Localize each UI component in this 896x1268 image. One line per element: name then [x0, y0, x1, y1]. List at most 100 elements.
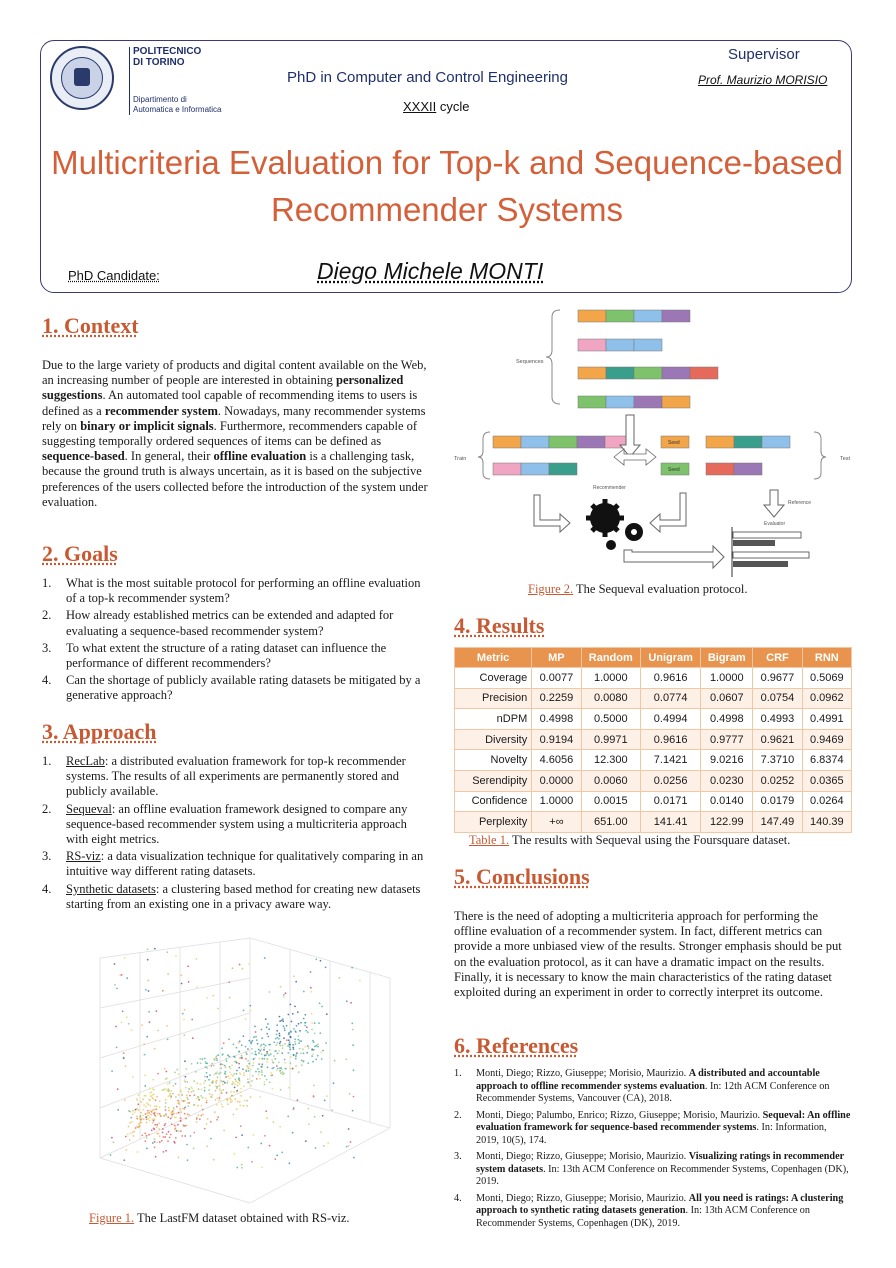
- scatter-point: [235, 1108, 238, 1111]
- figure2-ref-link[interactable]: Figure 2.: [528, 582, 574, 596]
- scatter-point: [147, 1109, 149, 1112]
- scatter-point: [282, 994, 285, 996]
- table1-ref-link[interactable]: Table 1.: [469, 833, 510, 847]
- sequence-item: [548, 462, 578, 476]
- metric-value-cell: 0.0060: [580, 769, 642, 792]
- sequence-item: [577, 309, 607, 323]
- scatter-point: [325, 1042, 327, 1044]
- scatter-point: [146, 1102, 148, 1105]
- metric-value-cell: 651.00: [580, 811, 642, 833]
- scatter-point: [164, 1078, 167, 1080]
- scatter-point: [232, 1075, 234, 1077]
- scatter-point: [136, 1117, 139, 1120]
- scatter-point: [311, 1022, 314, 1024]
- scatter-point: [206, 1062, 209, 1065]
- scatter-point: [235, 1136, 238, 1139]
- scatter-point: [177, 1111, 180, 1114]
- scatter-point: [299, 1029, 301, 1032]
- approach-link[interactable]: RecLab: [66, 754, 105, 768]
- scatter-point: [211, 1094, 214, 1096]
- scatter-point: [260, 1142, 263, 1145]
- scatter-point: [147, 979, 150, 982]
- scatter-point: [156, 1123, 159, 1126]
- sequence-item: [705, 462, 735, 476]
- scatter-point: [204, 1066, 207, 1068]
- scatter-point: [242, 1105, 245, 1107]
- label-sequences: Sequences: [516, 359, 544, 365]
- scatter-point: [266, 1061, 268, 1063]
- scatter-point: [297, 1035, 300, 1037]
- approach-link[interactable]: Sequeval: [66, 801, 112, 816]
- figure1-ref-link[interactable]: Figure 1.: [89, 1211, 135, 1225]
- scatter-point: [245, 1058, 247, 1060]
- scatter-point: [292, 1046, 295, 1049]
- scatter-point: [197, 1114, 200, 1117]
- scatter-point: [151, 1142, 154, 1144]
- scatter-point: [295, 1031, 297, 1033]
- scatter-point: [150, 1113, 152, 1116]
- scatter-point: [326, 1095, 328, 1098]
- scatter-point: [170, 1095, 173, 1098]
- scatter-point: [167, 1130, 170, 1133]
- scatter-point: [165, 1070, 168, 1073]
- scatter-point: [272, 1062, 275, 1064]
- scatter-point: [300, 1059, 303, 1062]
- metric-value-cell: 0.2259: [531, 687, 582, 710]
- phd-program: PhD in Computer and Control Engineering: [287, 69, 568, 86]
- scatter-point: [215, 1103, 218, 1106]
- scatter-point: [265, 1078, 268, 1081]
- scatter-point: [195, 1116, 198, 1119]
- scatter-point: [279, 1125, 282, 1128]
- scatter-point: [220, 1080, 222, 1082]
- scatter-point: [162, 1114, 165, 1117]
- scatter-point: [188, 1114, 191, 1116]
- scatter-point: [136, 1115, 138, 1118]
- goals-list: 1.What is the most suitable protocol for…: [42, 576, 430, 706]
- scatter-point: [235, 1061, 238, 1064]
- scatter-point: [276, 1067, 279, 1070]
- scatter-point: [251, 1080, 253, 1082]
- scatter-point: [345, 1145, 348, 1148]
- university-seal-logo: [50, 46, 114, 110]
- sequence-item: [576, 435, 606, 449]
- scatter-point: [204, 1079, 207, 1082]
- scatter-point: [120, 974, 123, 976]
- scatter-point: [306, 1031, 309, 1034]
- scatter-point: [236, 1100, 239, 1103]
- scatter-point: [289, 1062, 292, 1065]
- scatter-point: [136, 1151, 139, 1153]
- scatter-point: [258, 1052, 260, 1055]
- label-seed-2: Seed: [668, 467, 680, 473]
- scatter-point: [206, 1067, 209, 1069]
- scatter-point: [125, 1016, 128, 1019]
- scatter-point: [321, 1114, 324, 1117]
- scatter-point: [255, 1078, 258, 1080]
- scatter-point: [260, 1053, 263, 1056]
- scatter-point: [263, 1054, 266, 1057]
- poster-title: Multicriteria Evaluation for Top-k and S…: [51, 144, 843, 228]
- scatter-point: [128, 1110, 130, 1112]
- scatter-point: [158, 1122, 161, 1125]
- metric-value-cell: 1.0000: [700, 667, 754, 689]
- scatter-point: [237, 1041, 240, 1044]
- scatter-point: [186, 1081, 189, 1083]
- scatter-point: [249, 1068, 252, 1071]
- scatter-point: [185, 1068, 188, 1070]
- scatter-point: [204, 1097, 207, 1099]
- scatter-point: [236, 1166, 239, 1169]
- scatter-point: [311, 1048, 314, 1051]
- scatter-point: [263, 1057, 266, 1060]
- label-evaluator: Evaluator: [764, 521, 785, 527]
- scatter-point: [255, 1039, 258, 1042]
- scatter-point: [333, 1059, 336, 1062]
- approach-link[interactable]: Synthetic datasets: [66, 881, 156, 896]
- approach-link[interactable]: RS-viz: [66, 849, 101, 864]
- scatter-point: [174, 1125, 177, 1127]
- sequence-item: [705, 435, 735, 449]
- scatter-point: [228, 996, 231, 999]
- scatter-point: [281, 1071, 284, 1074]
- scatter-point: [245, 1051, 247, 1054]
- scatter-point: [227, 1054, 229, 1057]
- scatter-point: [217, 1116, 220, 1119]
- scatter-point: [129, 1132, 132, 1135]
